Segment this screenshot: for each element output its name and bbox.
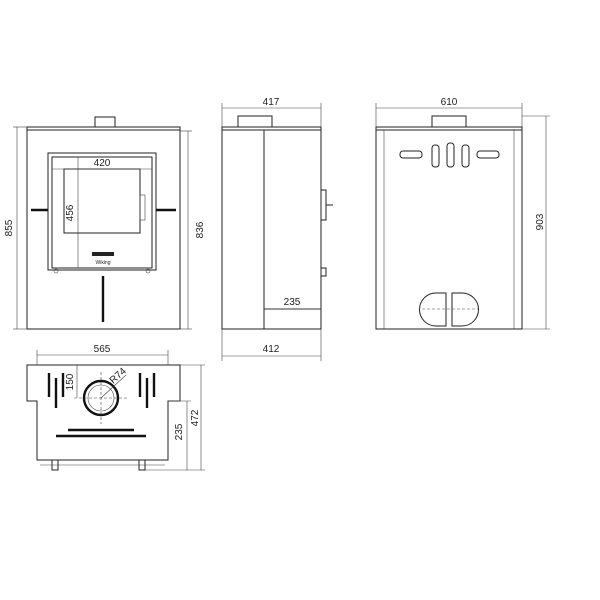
top-depth-label: 472 [190,409,201,426]
front-glass-window [63,168,141,234]
back-body-outline [375,126,523,330]
front-logo-text: Wiking [95,260,110,266]
top-foot-right [138,459,146,471]
back-vent-slot-3 [461,144,470,168]
back-vent-slot-1 [431,144,440,168]
top-flue-depth-label: 235 [174,423,185,440]
back-air-inlet-left [419,292,447,327]
front-view: Wiking 855 836 420 456 [4,116,206,330]
back-vent-slot-right [476,150,500,159]
back-width-label: 610 [441,97,458,108]
back-vent-slot-2 [446,142,455,168]
door-handle [139,194,146,221]
top-body-outline [26,364,181,461]
back-air-inlet-right [451,292,479,327]
side-handle [320,189,327,221]
top-flue-offset-label: 150 [65,373,76,390]
front-window-width-label: 420 [94,158,111,169]
back-flue-collar [431,115,467,128]
back-vent-slot-left [399,150,423,159]
top-width-label: 565 [94,344,111,355]
top-foot-left [51,459,59,471]
front-door-frame [47,152,157,271]
front-inner-height-label: 836 [195,221,206,238]
front-logo-plate [92,252,114,256]
side-inner-depth-label: 235 [284,297,301,308]
top-flue-radius-leader [100,374,127,399]
front-door-inner [51,156,153,269]
side-view: 417 235 412 [221,97,333,361]
front-foot-right [145,268,151,274]
back-view: 610 903 [375,97,550,330]
top-view: 565 150 R74 235 472 [26,344,205,471]
front-window-height-label: 456 [65,204,76,221]
side-top-width-label: 417 [263,97,280,108]
side-bottom-width-label: 412 [263,344,280,355]
side-body-outline [221,126,322,330]
side-foot [320,267,327,277]
front-height-label: 855 [4,219,15,236]
side-flue-collar [237,115,273,128]
back-height-label: 903 [535,213,546,230]
front-flue-collar [94,116,116,128]
front-foot-left [53,268,59,274]
